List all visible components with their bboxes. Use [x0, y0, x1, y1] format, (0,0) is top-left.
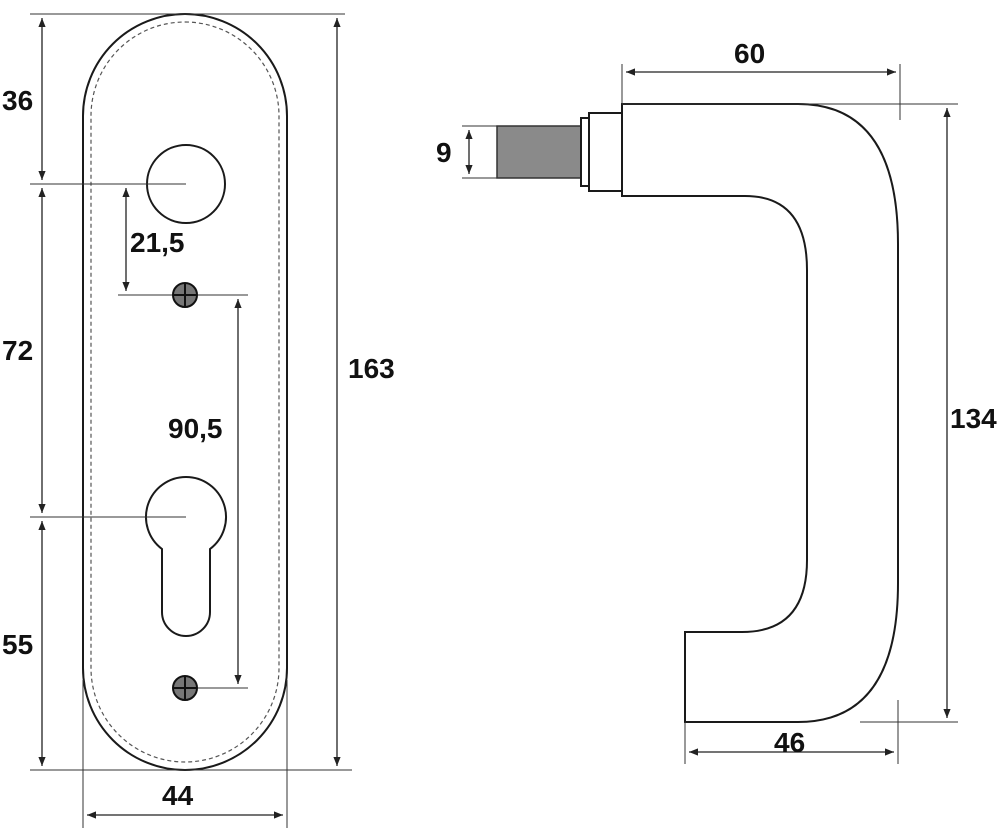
- dim-screw-to-screw-label: 90,5: [168, 413, 223, 444]
- dim-width-label: 44: [162, 780, 194, 811]
- dim-spindle-label: 9: [436, 137, 452, 168]
- dim-handle-length-label: 60: [734, 38, 765, 69]
- handle-length-dimension: [621, 64, 901, 120]
- handle-height-dimension: [622, 103, 958, 723]
- left-chain-dimensions: [30, 13, 352, 771]
- collar-ring: [580, 117, 590, 187]
- handle-body: [621, 103, 899, 723]
- dim-hole-to-screw-label: 21,5: [130, 227, 185, 258]
- plate-outline: [82, 13, 288, 771]
- dim-handle-base-label: 46: [774, 727, 805, 758]
- lower-screw: [172, 675, 198, 701]
- escutcheon-plate: [82, 13, 288, 771]
- plate-width-dimension: [82, 680, 288, 828]
- upper-screw: [172, 282, 198, 308]
- plate-inner-dashed: [90, 21, 280, 763]
- dim-handle-height-label: 134: [950, 403, 997, 434]
- dim-height-label: 163: [348, 353, 395, 384]
- hole-to-screw-dimension: [118, 188, 172, 296]
- dim-bottom-label: 55: [2, 629, 33, 660]
- dim-middle-label: 72: [2, 335, 33, 366]
- dim-top-label: 36: [2, 85, 33, 116]
- collar-rose: [588, 112, 623, 192]
- screw-to-screw-dimension: [198, 294, 248, 689]
- spindle-dimension: [462, 125, 497, 179]
- spindle: [496, 125, 582, 179]
- handle-base-dimension: [684, 700, 899, 764]
- lever-handle: [496, 103, 899, 723]
